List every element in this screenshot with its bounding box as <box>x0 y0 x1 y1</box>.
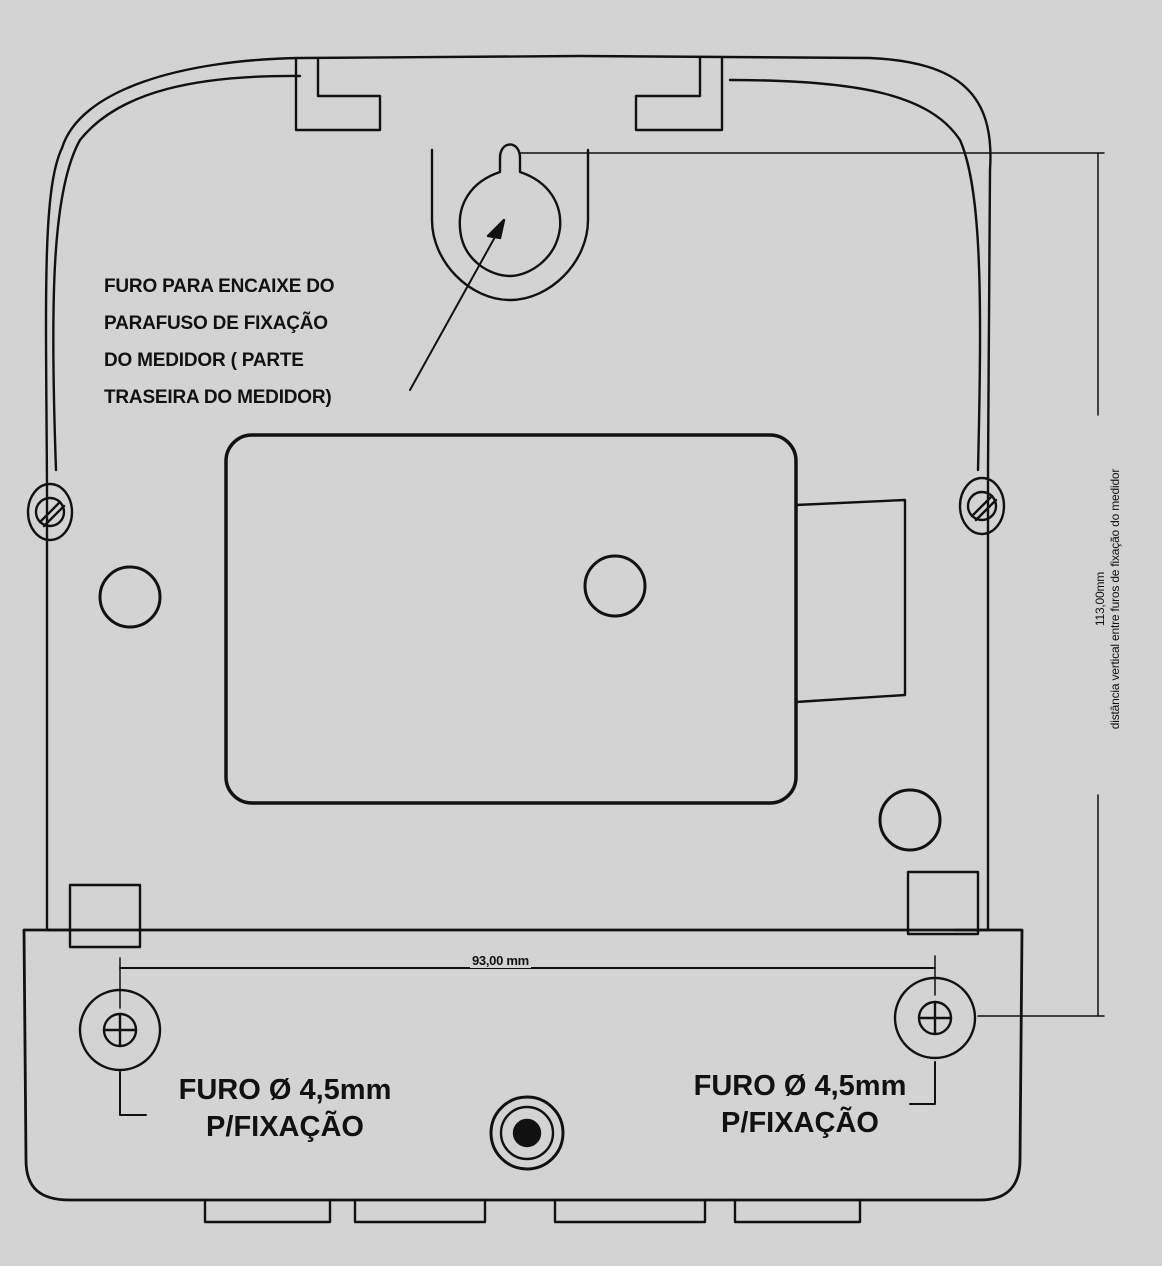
keyhole-note-line: TRASEIRA DO MEDIDOR) <box>104 387 332 408</box>
bottom-connector-3 <box>553 1198 707 1224</box>
vertical-dimension-value: 113,00mm <box>1093 571 1107 627</box>
panel-side-tab <box>794 498 907 704</box>
panel-center-hole <box>583 554 647 618</box>
keyhole-note: FURO PARA ENCAIXE DO PARAFUSO DE FIXAÇÃO… <box>104 268 335 416</box>
keyhole-note-line: PARAFUSO DE FIXAÇÃO <box>104 313 328 334</box>
keyhole-recess <box>430 148 590 302</box>
housing-inner-left-edge <box>52 74 302 472</box>
bottom-connector-4 <box>733 1198 862 1224</box>
keyhole-note-line: DO MEDIDOR ( PARTE <box>104 350 304 371</box>
left-hole-note: FURO Ø 4,5mm P/FIXAÇÃO <box>150 1072 420 1146</box>
top-right-clip <box>634 56 724 132</box>
left-side-screw <box>26 482 74 542</box>
horizontal-dimension-label: 93,00 mm <box>470 953 531 968</box>
left-hole-leader <box>119 1071 147 1116</box>
right-hole-leader <box>909 1061 936 1105</box>
vertical-dimension-description: distância vertical entre furos de fixaçã… <box>1108 468 1122 730</box>
central-panel <box>224 433 798 805</box>
right-hole-note-line1: FURO Ø 4,5mm <box>693 1070 907 1102</box>
right-side-screw <box>958 476 1006 536</box>
keyhole-leader-arrowhead <box>486 218 506 240</box>
right-hole-note-line2: P/FIXAÇÃO <box>721 1107 879 1139</box>
housing-outline <box>44 54 992 932</box>
terminal-block <box>22 928 1024 1202</box>
right-hole-note: FURO Ø 4,5mm P/FIXAÇÃO <box>660 1068 940 1142</box>
left-hole-note-line2: P/FIXAÇÃO <box>206 1111 364 1143</box>
left-round-hole <box>98 565 162 629</box>
bottom-connector-2 <box>353 1198 487 1224</box>
left-square-tab <box>68 883 142 949</box>
vertical-dimension-label: 113,00mm distância vertical entre furos … <box>1093 409 1123 789</box>
right-round-hole <box>878 788 942 852</box>
top-left-clip <box>294 56 382 132</box>
keyhole-slot <box>458 143 562 278</box>
central-screw-terminal <box>489 1095 565 1171</box>
left-hole-note-line1: FURO Ø 4,5mm <box>178 1074 392 1106</box>
right-square-tab <box>906 870 980 936</box>
keyhole-note-line: FURO PARA ENCAIXE DO <box>104 276 335 297</box>
bottom-connector-1 <box>203 1198 332 1224</box>
housing-inner-right-edge <box>728 78 982 472</box>
keyhole-leader-line <box>409 227 501 391</box>
